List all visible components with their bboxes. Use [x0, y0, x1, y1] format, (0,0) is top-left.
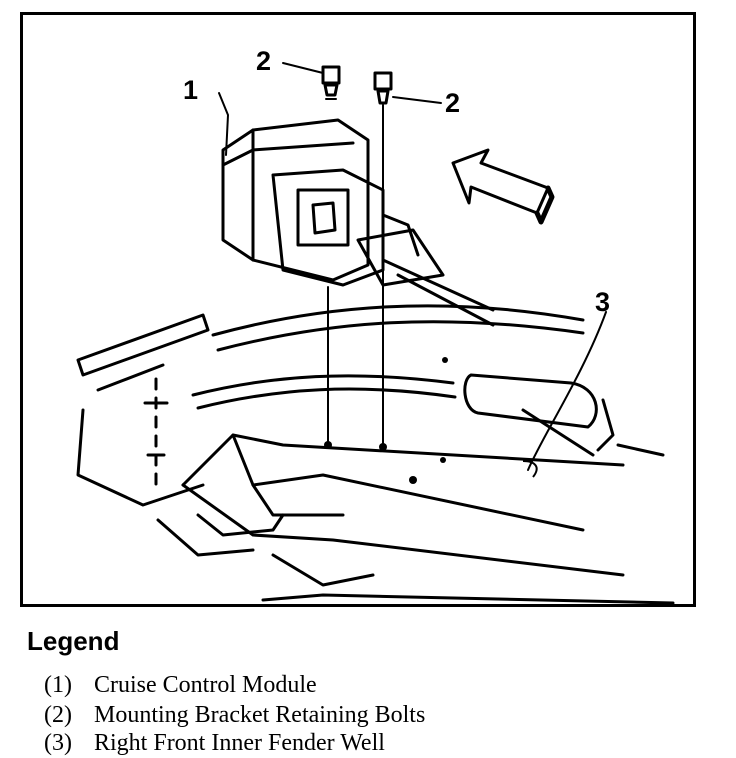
cruise-control-module	[221, 118, 495, 327]
retaining-bolt-right	[373, 71, 393, 448]
direction-arrow-outline	[451, 148, 550, 215]
diagram-frame: 1 2 2 3	[20, 12, 696, 607]
leader-bolt-right	[392, 96, 442, 104]
diagram-illustration	[76, 62, 675, 604]
leader-bolt-upper	[282, 62, 324, 74]
fender-well-panel	[76, 304, 675, 604]
legend-item: (2)Mounting Bracket Retaining Bolts	[44, 702, 426, 728]
bolt-hole	[379, 443, 387, 451]
leader-module	[218, 92, 229, 156]
callout-2-right: 2	[445, 88, 461, 118]
legend-title: Legend	[27, 626, 120, 656]
legend-item: (3)Right Front Inner Fender Well	[44, 730, 385, 756]
callout-3: 3	[595, 287, 611, 317]
retaining-bolt-left	[321, 65, 341, 446]
legend-item: (1)Cruise Control Module	[44, 672, 317, 698]
callout-1: 1	[183, 75, 199, 105]
bolt-hole	[324, 441, 332, 449]
leader-fender-well	[527, 311, 607, 471]
callout-2-upper: 2	[256, 46, 272, 76]
